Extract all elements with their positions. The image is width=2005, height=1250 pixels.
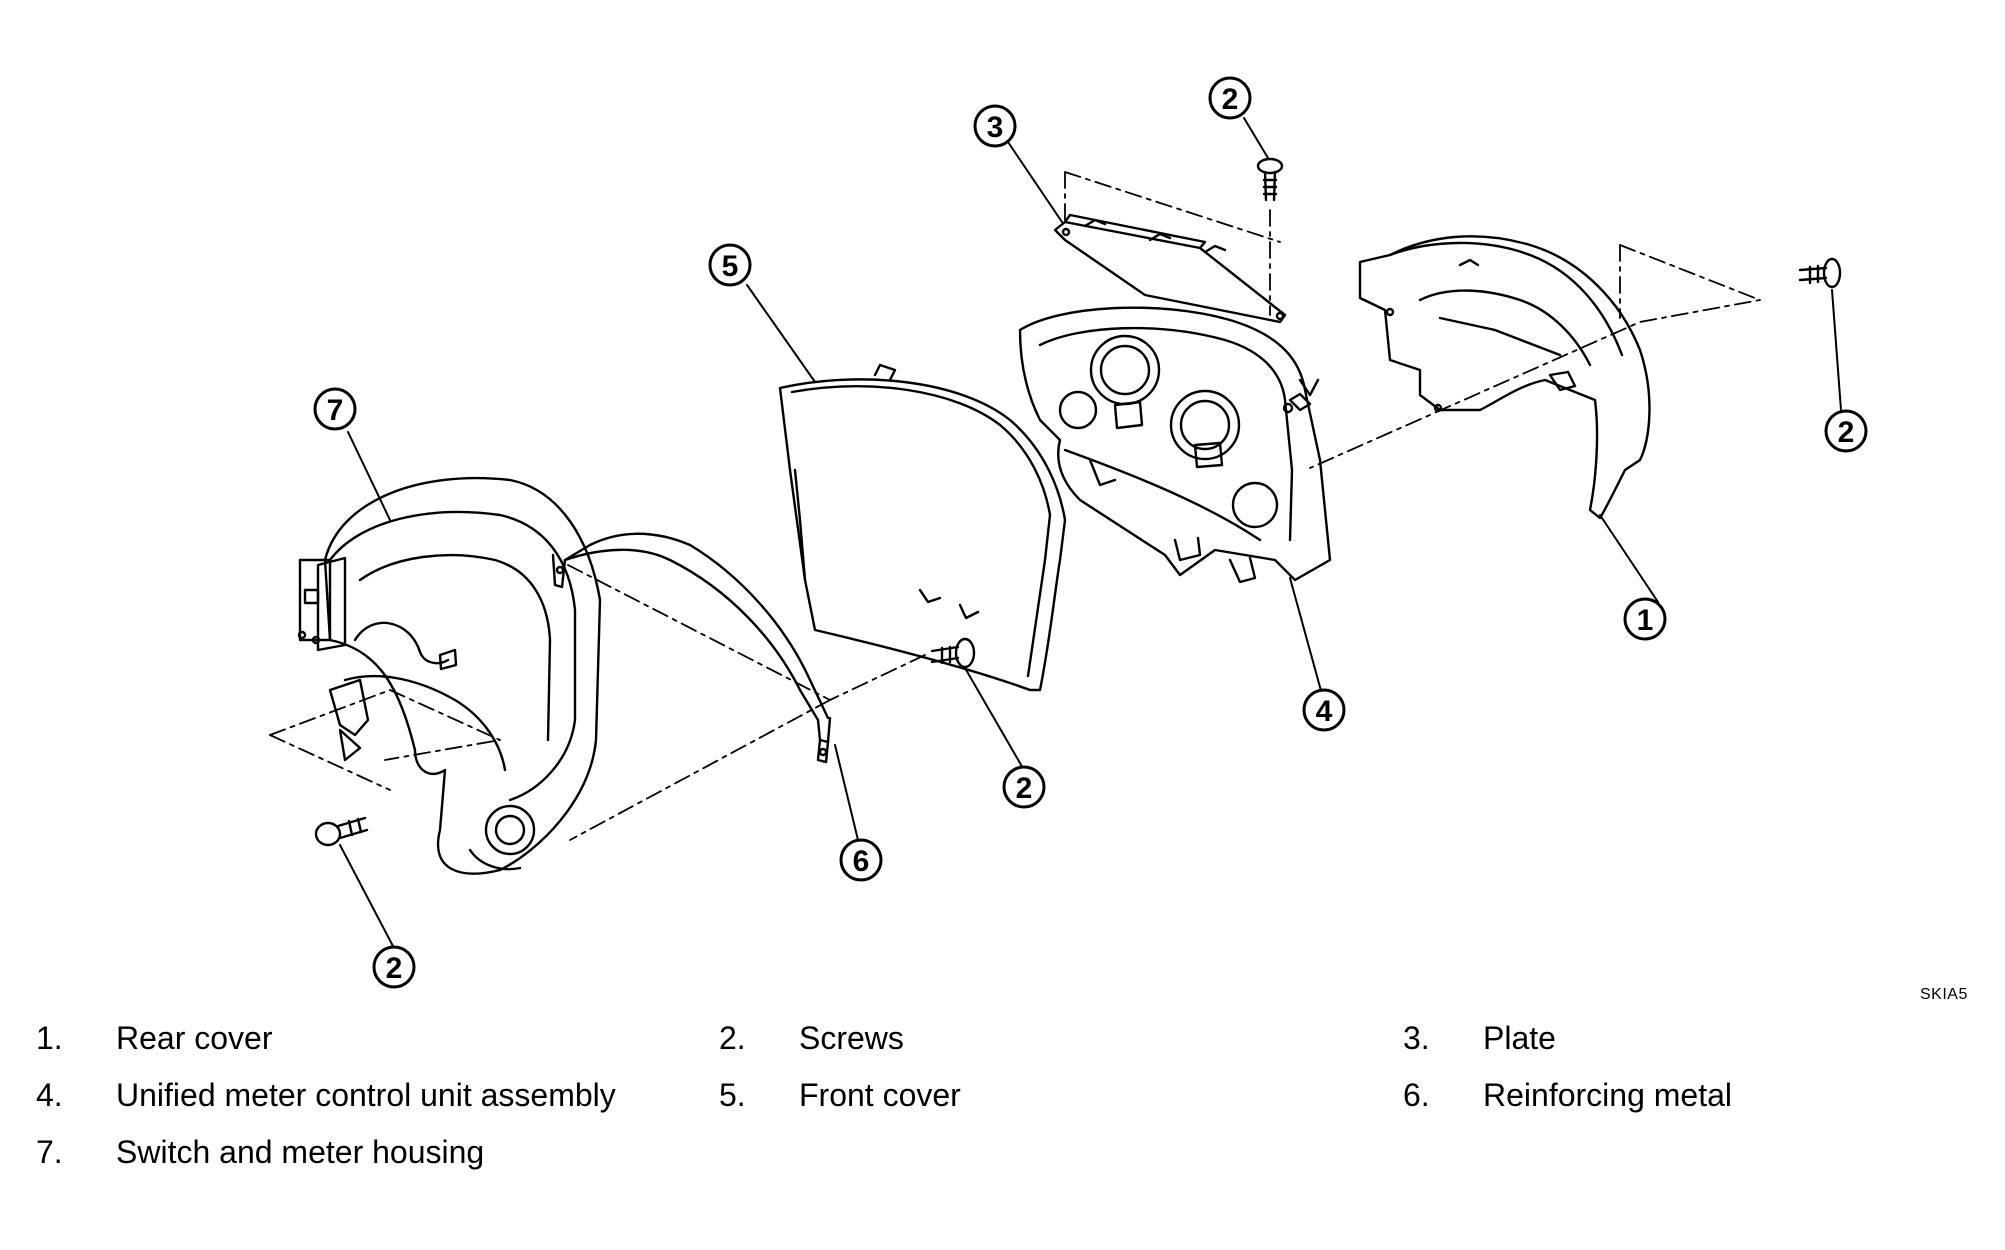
- callout-4: 4: [1302, 688, 1346, 732]
- callout-3: 3: [973, 104, 1017, 148]
- plate: [1053, 213, 1287, 324]
- callout-7: 7: [313, 387, 357, 431]
- legend-label: Reinforcing metal: [1483, 1077, 1732, 1113]
- legend-label: Unified meter control unit assembly: [116, 1077, 616, 1113]
- alignment-lines: [269, 171, 1761, 841]
- callout-2-right-label: 2: [1838, 416, 1855, 449]
- callout-2-top-label: 2: [1222, 83, 1239, 116]
- callout-5: 5: [708, 243, 752, 287]
- screw-bottom-left: [314, 816, 369, 847]
- callout-6: 6: [839, 838, 883, 882]
- callout-3-label: 3: [987, 111, 1004, 144]
- callout-1: 1: [1623, 597, 1667, 641]
- meter-control-unit: [1018, 306, 1332, 584]
- callout-5-label: 5: [722, 250, 739, 283]
- callout-6-label: 6: [853, 845, 870, 878]
- legend-number: 2.: [719, 1020, 746, 1056]
- callout-2-right: 2: [1824, 409, 1868, 453]
- legend-label: Front cover: [799, 1077, 961, 1113]
- exploded-view-diagram: 3 2 5 7 2 1 4 2 6 2: [269, 76, 1868, 989]
- screw-center: [930, 637, 976, 669]
- callout-2-center-label: 2: [1016, 772, 1033, 805]
- legend-number: 4.: [36, 1077, 63, 1113]
- leader-lines: [339, 117, 1842, 951]
- screw-right: [1798, 257, 1842, 289]
- rear-cover: [1358, 235, 1651, 520]
- callout-2-bottom-label: 2: [386, 952, 403, 985]
- screw-top: [1256, 157, 1284, 202]
- callout-2-center: 2: [1002, 765, 1046, 809]
- legend-number: 3.: [1403, 1020, 1430, 1056]
- legend-label: Plate: [1483, 1020, 1556, 1056]
- callout-markers: 3 2 5 7 2 1 4 2 6 2: [313, 76, 1868, 989]
- callout-1-label: 1: [1637, 604, 1654, 637]
- legend-number: 5.: [719, 1077, 746, 1113]
- callout-7-label: 7: [327, 394, 344, 427]
- legend-label: Rear cover: [116, 1020, 273, 1056]
- legend-number: 1.: [36, 1020, 63, 1056]
- callout-4-label: 4: [1316, 695, 1333, 728]
- callout-2-bottom: 2: [372, 945, 416, 989]
- reinforcing-metal: [551, 532, 832, 764]
- legend-label: Switch and meter housing: [116, 1134, 485, 1170]
- figure-reference-code: SKIA5: [1920, 986, 1968, 1003]
- legend-number: 7.: [36, 1134, 63, 1170]
- callout-2-top: 2: [1208, 76, 1252, 120]
- front-cover: [778, 363, 1067, 692]
- legend-number: 6.: [1403, 1077, 1430, 1113]
- switch-and-meter-housing: [297, 476, 602, 875]
- legend-label: Screws: [799, 1020, 904, 1056]
